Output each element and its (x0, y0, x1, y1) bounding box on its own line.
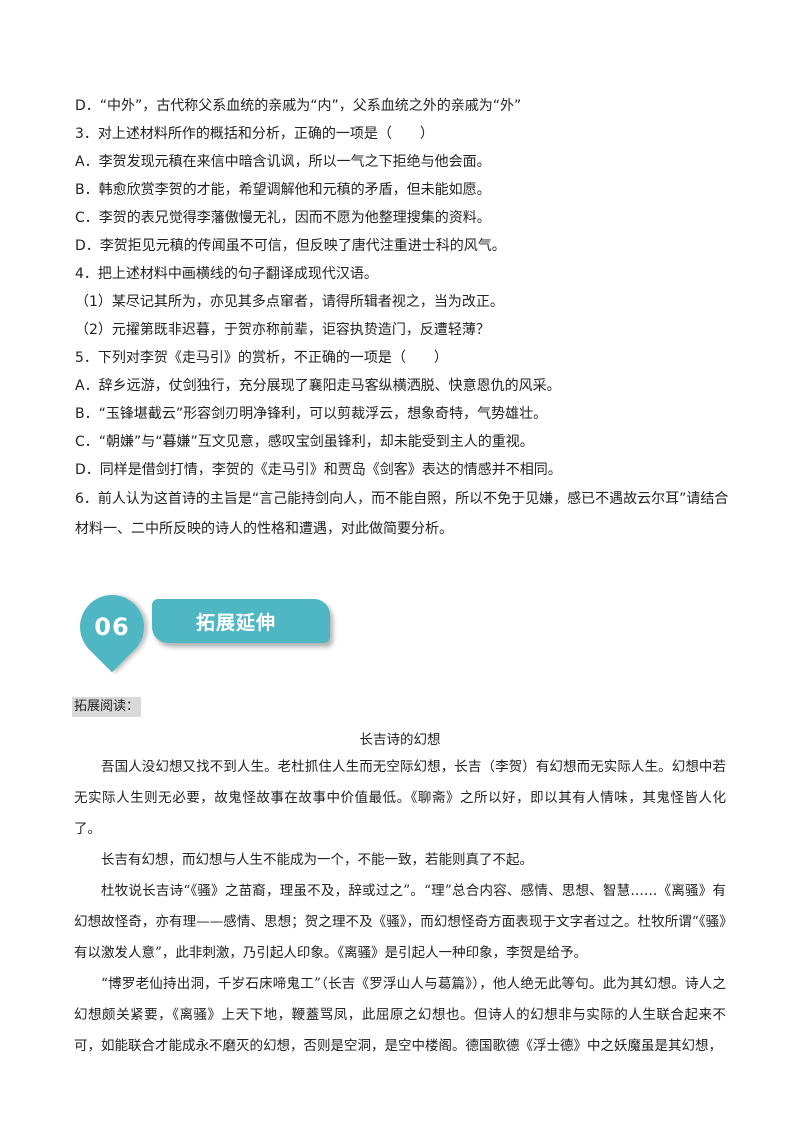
q4-stem: 4．把上述材料中画横线的句子翻译成现代汉语。 (75, 266, 378, 282)
q3-option-a: A．李贺发现元稹在来信中暗含讥讽，所以一气之下拒绝与他会面。 (75, 154, 491, 170)
extension-label: 拓展阅读： (72, 697, 142, 717)
q5-option-b: B．“玉锋堪截云”形容剑刃明净锋利，可以剪裁浮云，想象奇特，气势雄壮。 (75, 406, 548, 422)
extension-paragraph: 杜牧说长吉诗“《骚》之苗裔，理虽不及，辞或过之”。“理”总合内容、感情、思想、智… (74, 883, 726, 961)
q4-item-2: （2）元擢第既非迟暮，于贺亦称前辈，讵容执贽造门，反遭轻薄？ (75, 322, 490, 338)
q3-option-b: B．韩愈欣赏李贺的才能，希望调解他和元稹的矛盾，但未能如愿。 (75, 182, 491, 198)
q4-item-1: （1）某尽记其所为，亦见其多点窜者，请得所辑者视之，当为改正。 (75, 294, 504, 310)
q3-option-d: D．李贺拒见元稹的传闻虽不可信，但反映了唐代注重进士科的风气。 (75, 238, 506, 254)
section-title: 拓展延伸 (196, 611, 277, 634)
extension-body: 吾国人没幻想又找不到人生。老杜抓住人生而无空际幻想，长吉（李贺）有幻想而无实际人… (74, 752, 726, 1062)
q5-option-a: A．辞乡远游，仗剑独行，充分展现了襄阳走马客纵横洒脱、快意恩仇的风采。 (75, 378, 561, 394)
q5-option-d: D．同样是借剑打情，李贺的《走马引》和贾岛《剑客》表达的情感并不相同。 (75, 462, 562, 478)
extension-paragraph: 长吉有幻想，而幻想与人生不能成为一个，不能一致，若能则真了不起。 (101, 852, 533, 868)
section-number: 06 (94, 613, 130, 641)
section-title-bar: 拓展延伸 (152, 599, 330, 643)
question-block: D．“中外”，古代称父系血统的亲戚为“内”，父系血统之外的亲戚为“外” 3．对上… (75, 92, 735, 544)
q3-stem: 3．对上述材料所作的概括和分析，正确的一项是（ ） (75, 126, 434, 142)
q2-option-d: D．“中外”，古代称父系血统的亲戚为“内”，父系血统之外的亲戚为“外” (75, 98, 522, 114)
q6-stem: 6．前人认为这首诗的主旨是“言己能持剑向人，而不能自照，所以不免于见嫌，感已不遇… (75, 491, 729, 537)
q5-option-c: C．“朝嫌”与“暮嫌”互文见意，感叹宝剑虽锋利，却未能受到主人的重视。 (75, 434, 534, 450)
extension-paragraph: “博罗老仙持出洞，千岁石床啼鬼工”（长吉《罗浮山人与葛篇》），他人绝无此等句。此… (74, 976, 726, 1054)
extension-title: 长吉诗的幻想 (359, 732, 441, 748)
q3-option-c: C．李贺的表兄觉得李藩傲慢无礼，因而不愿为他整理搜集的资料。 (75, 210, 491, 226)
extension-paragraph: 吾国人没幻想又找不到人生。老杜抓住人生而无空际幻想，长吉（李贺）有幻想而无实际人… (74, 759, 726, 837)
section-banner: 06 拓展延伸 (66, 581, 340, 673)
q5-stem: 5．下列对李贺《走马引》的赏析，不正确的一项是（ ） (75, 350, 448, 366)
